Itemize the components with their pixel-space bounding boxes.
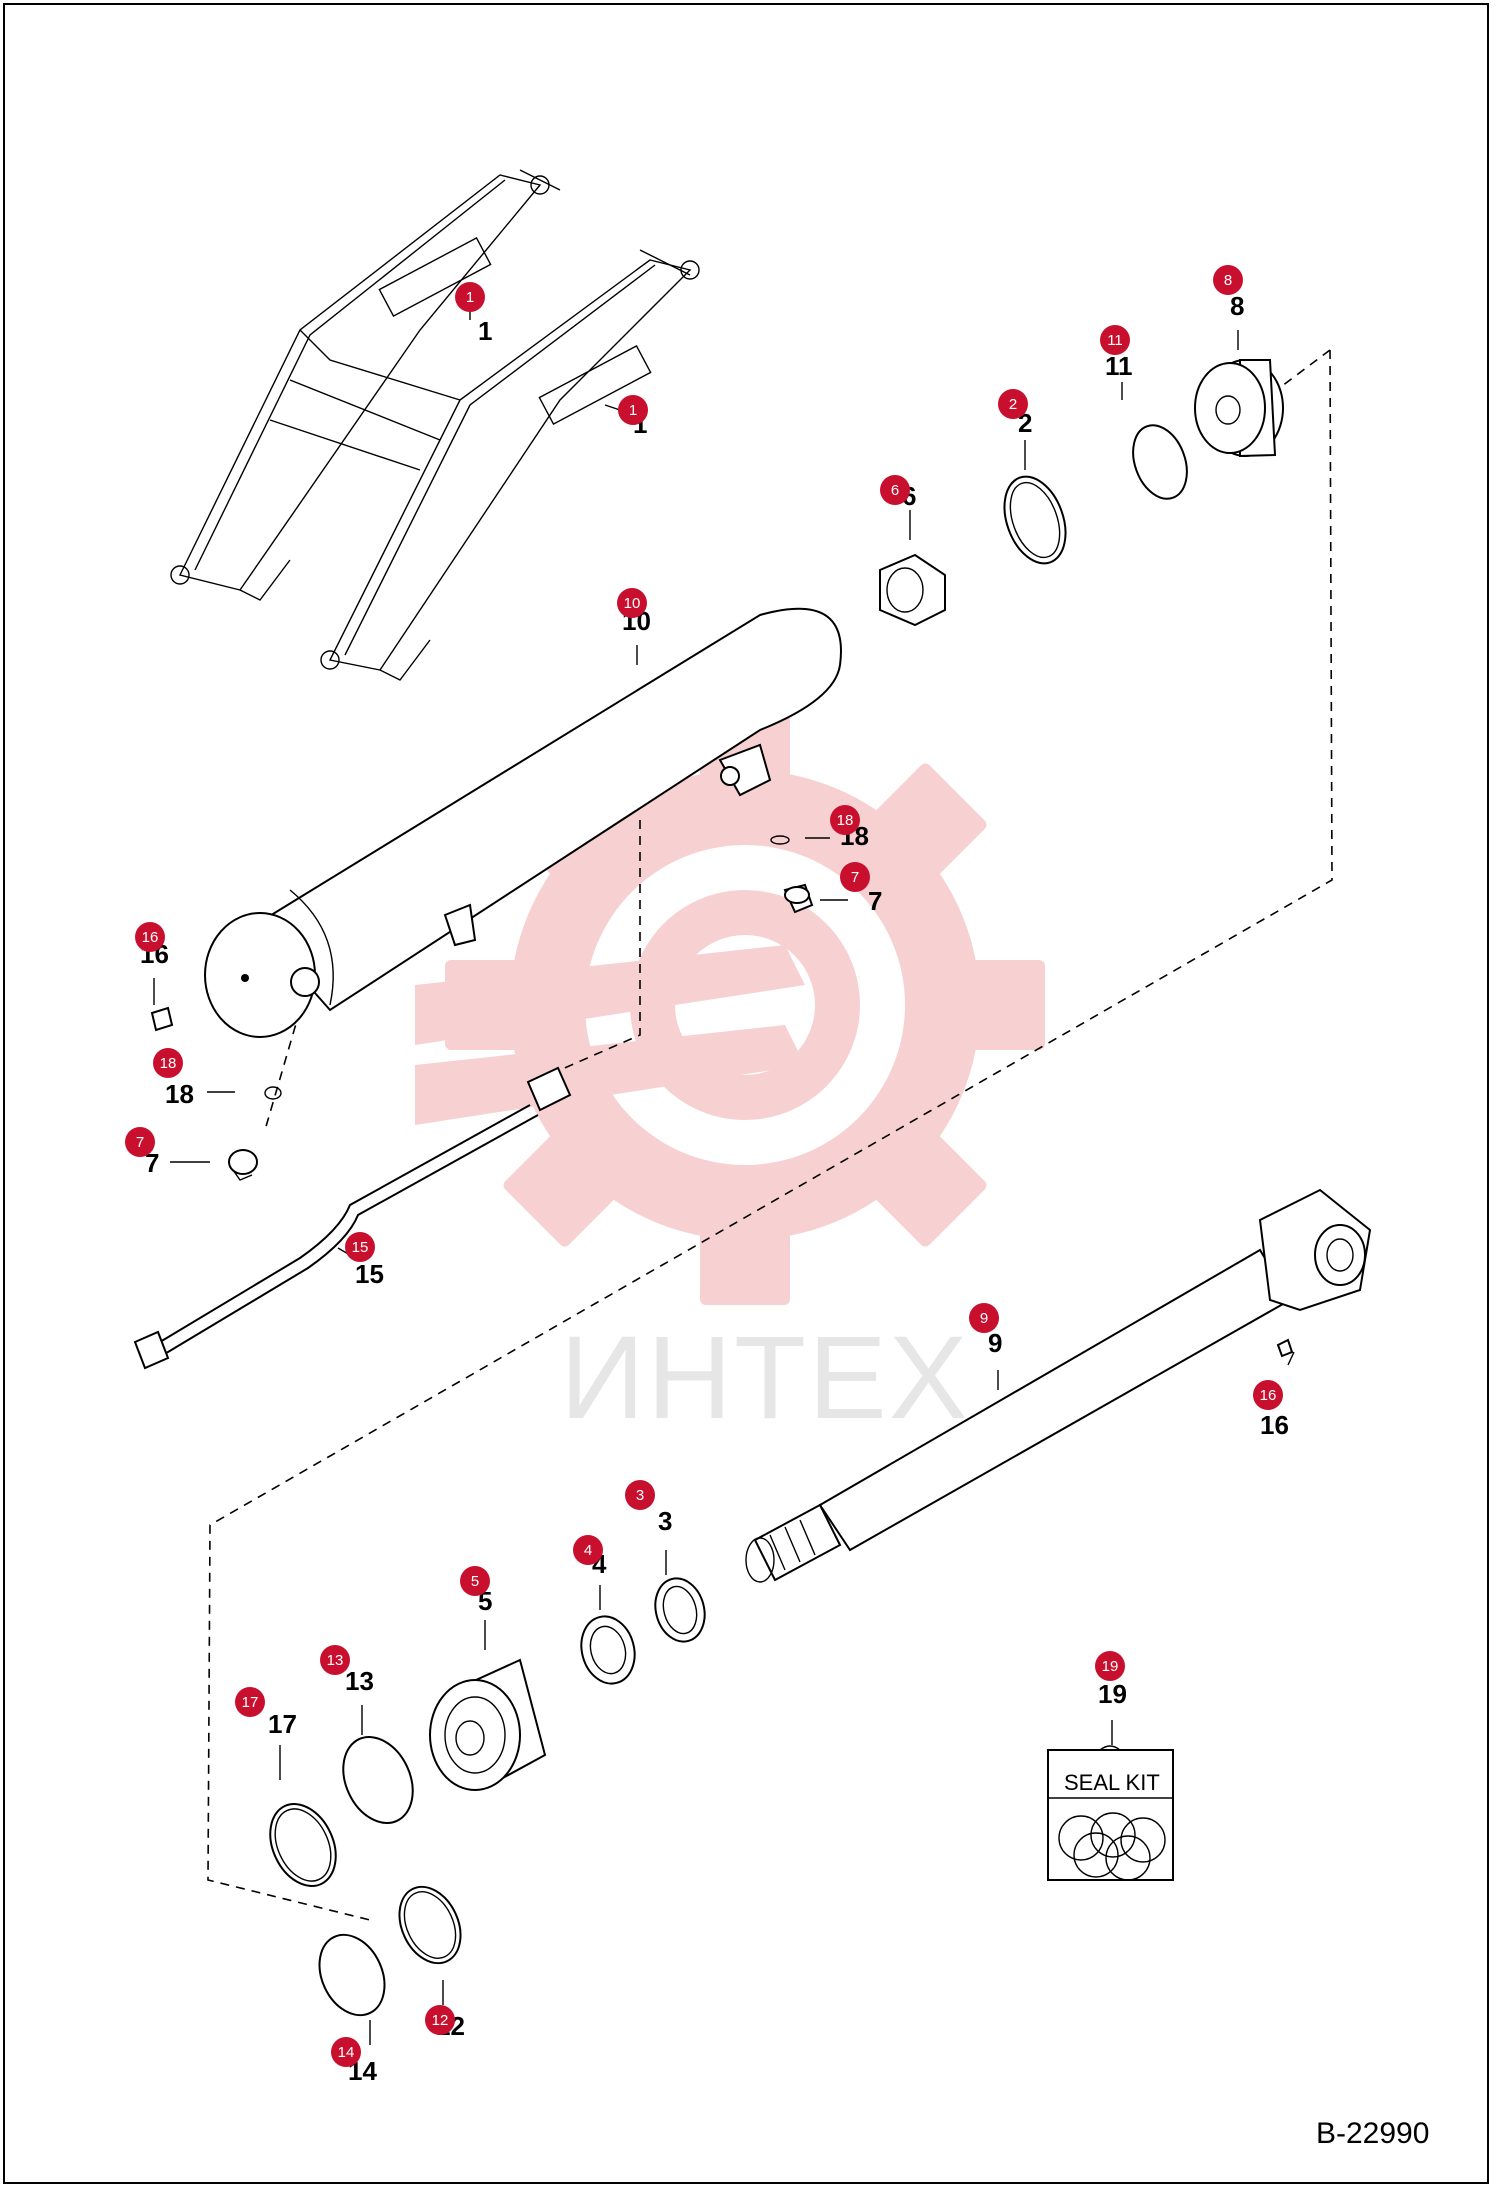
callout-18-lower-number: 18 [165,1079,194,1109]
svg-text:6: 6 [891,482,899,499]
part-16-fitting-left [150,1006,174,1032]
callout-8-number: 8 [1230,291,1244,321]
watermark-brand-text: ИНТЕХ [560,1312,970,1444]
part-18-o-ring-upper [770,835,790,845]
callout-7-upper-number: 7 [868,886,882,916]
part-15-tube [133,1066,572,1370]
svg-text:9: 9 [980,1310,988,1327]
callout-14-badge: 14 [331,2037,361,2067]
callout-7-lower-badge: 7 [125,1127,155,1157]
callout-1-upper-number: 1 [478,316,492,346]
callout-7-upper-badge: 7 [840,862,870,892]
part-6-nut [879,553,946,627]
svg-text:16: 16 [142,929,159,946]
drawing-reference-id: B-22990 [1316,2117,1429,2150]
svg-text:7: 7 [136,1134,144,1151]
callout-9-badge: 9 [969,1303,999,1333]
part-19-seal-kit: SEAL KIT [1047,1745,1174,1881]
callout-16-left-badge: 16 [135,922,165,952]
svg-text:1: 1 [629,402,637,419]
callout-9-number: 9 [988,1328,1002,1358]
callout-16-right-number: 16 [1260,1410,1289,1440]
svg-text:4: 4 [584,1542,592,1559]
part-11-o-ring [1132,424,1188,500]
part-2-backup-ring [1003,475,1067,565]
part-8-gland [1194,359,1284,458]
part-13-ring [342,1736,414,1824]
part-17-ring [269,1803,337,1887]
callout-11-number: 11 [1105,351,1133,381]
callout-10-badge: 10 [617,588,647,618]
svg-text:5: 5 [471,1573,479,1590]
callout-16-right-badge: 16 [1253,1380,1283,1410]
part-9-rod [745,1188,1372,1583]
drawing-border [3,3,1489,2184]
svg-text:14: 14 [338,2044,355,2061]
seal-kit-rings-icon [1058,1812,1166,1881]
svg-text:15: 15 [352,1239,369,1256]
part-18-o-ring-lower [264,1086,282,1100]
part-7-plug-upper [783,883,814,914]
svg-text:16: 16 [1260,1387,1277,1404]
svg-text:19: 19 [1102,1658,1119,1675]
callout-19-badge: 19 [1095,1651,1125,1681]
callouts: 1 1 1 1 8 8 11 11 2 2 6 6 10 10 18 18 7 … [125,265,1289,2086]
callout-17-badge: 17 [235,1687,265,1717]
callout-13-number: 13 [345,1666,374,1696]
callout-18-upper-badge: 18 [830,805,860,835]
callout-18-lower-badge: 18 [153,1048,183,1078]
callout-3-number: 3 [658,1506,672,1536]
part-7-plug-lower [228,1149,258,1181]
svg-text:17: 17 [242,1694,259,1711]
callout-1-upper-badge: 1 [455,282,485,312]
part-5-piston [429,1658,547,1791]
svg-text:3: 3 [636,1487,644,1504]
svg-text:7: 7 [851,869,859,886]
part-12-ring [398,1885,462,1965]
svg-text:12: 12 [432,2012,449,2029]
svg-text:2: 2 [1009,396,1017,413]
callout-1-lower-badge: 1 [618,395,648,425]
svg-text:10: 10 [624,595,641,612]
lift-arm-assembly [170,169,700,681]
callout-12-badge: 12 [425,2005,455,2035]
callout-7-lower-number: 7 [145,1148,159,1178]
callout-5-badge: 5 [460,1566,490,1596]
callout-13-badge: 13 [320,1645,350,1675]
part-14-ring [318,1933,386,2017]
part-4-rod-seal [580,1615,636,1685]
callout-6-badge: 6 [880,475,910,505]
svg-text:18: 18 [837,812,854,829]
callout-4-badge: 4 [573,1535,603,1565]
part-10-cylinder-barrel [204,607,842,1038]
callout-15-number: 15 [355,1259,384,1289]
seal-kit-label: SEAL KIT [1064,1770,1160,1795]
svg-text:13: 13 [327,1652,344,1669]
callout-19-number: 19 [1098,1679,1127,1709]
svg-text:1: 1 [466,289,474,306]
callout-11-badge: 11 [1100,325,1130,355]
svg-text:11: 11 [1107,332,1123,349]
svg-text:8: 8 [1224,272,1232,289]
callout-8-badge: 8 [1213,265,1243,295]
callout-15-badge: 15 [345,1232,375,1262]
callout-2-badge: 2 [998,389,1028,419]
part-3-wiper [654,1577,706,1643]
part-16-fitting-right [1276,1338,1294,1358]
callout-3-badge: 3 [625,1480,655,1510]
callout-17-number: 17 [268,1709,297,1739]
svg-text:18: 18 [160,1055,177,1072]
